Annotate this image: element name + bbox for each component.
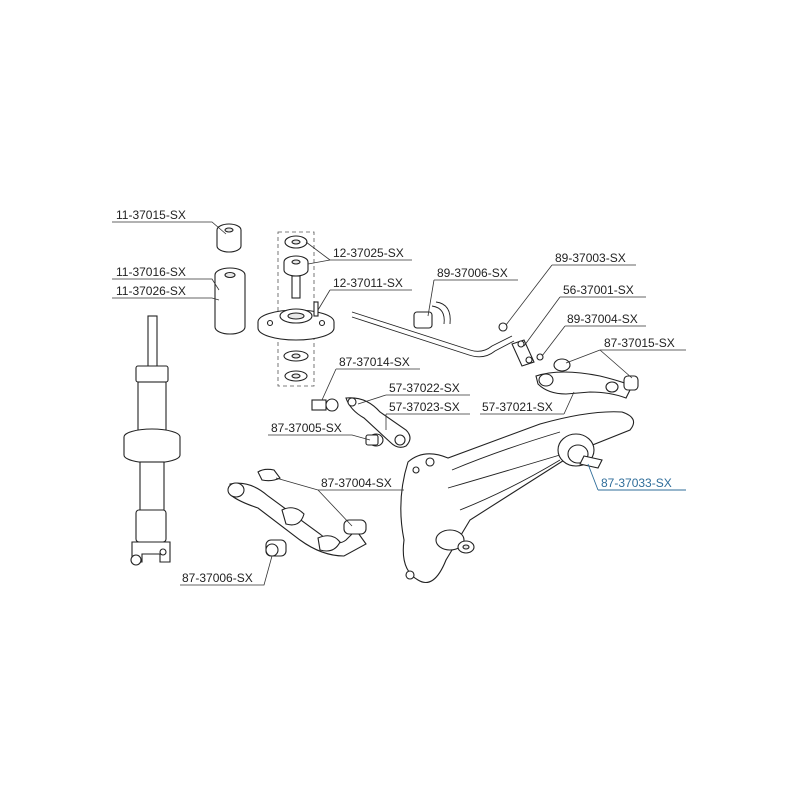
upper-bushing <box>216 223 242 253</box>
label-89-37006: 89-37006-SX <box>437 266 508 280</box>
label-87-37004: 87-37004-SX <box>321 476 392 490</box>
label-87-37006: 87-37006-SX <box>182 571 253 585</box>
label-11-37015: 11-37015-SX <box>116 208 186 222</box>
link-57-37022 <box>345 397 411 448</box>
label-56-37001: 56-37001-SX <box>563 283 634 297</box>
label-12-37011: 12-37011-SX <box>333 276 403 290</box>
label-57-37022: 57-37022-SX <box>389 381 460 395</box>
label-87-37014: 87-37014-SX <box>339 355 410 369</box>
label-87-37033: 87-37033-SX <box>601 476 672 490</box>
shock-absorber <box>123 315 181 566</box>
leader-lines <box>112 221 686 586</box>
label-57-37021: 57-37021-SX <box>482 400 553 414</box>
label-11-37026: 11-37026-SX <box>116 284 186 298</box>
upper-arm <box>535 358 639 399</box>
label-11-37016: 11-37016-SX <box>116 265 186 279</box>
stabilizer-bar <box>351 301 544 367</box>
label-57-37023: 57-37023-SX <box>389 400 460 414</box>
top-mount-stack <box>257 231 335 387</box>
trailing-arm-knuckle <box>400 411 635 584</box>
lower-bushing-sleeve <box>214 267 246 335</box>
label-89-37003: 89-37003-SX <box>555 251 626 265</box>
label-12-37025: 12-37025-SX <box>333 246 404 260</box>
part-labels: 11-37015-SX 11-37016-SX 11-37026-SX 12-3… <box>116 208 675 585</box>
lower-arm <box>227 468 367 557</box>
label-87-37015: 87-37015-SX <box>604 336 675 350</box>
bushing-87-37005 <box>365 433 384 447</box>
label-89-37004: 89-37004-SX <box>567 312 638 326</box>
link-87-37014 <box>311 398 339 412</box>
label-87-37005: 87-37005-SX <box>271 421 342 435</box>
